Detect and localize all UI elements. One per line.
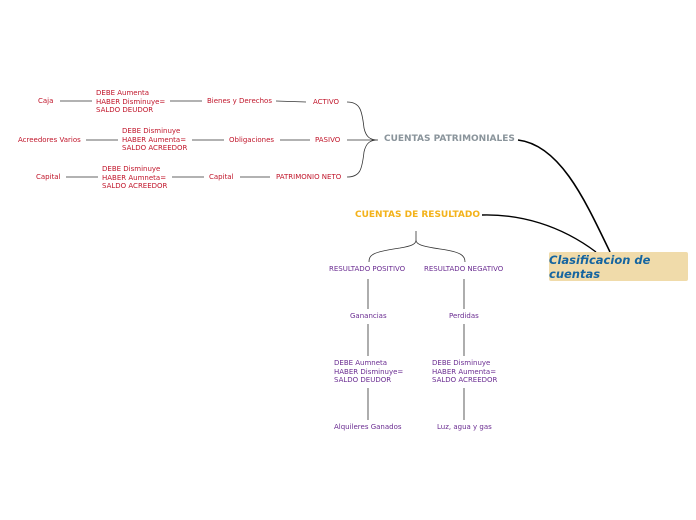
node-pasivo[interactable]: PASIVO (315, 136, 341, 144)
node-patrimonio-rule[interactable]: DEBE Disminuye HABER Aumneta= SALDO ACRE… (102, 165, 168, 190)
node-negativo-rule[interactable]: DEBE Disminuye HABER Aumenta= SALDO ACRE… (432, 359, 498, 384)
node-activo-rule[interactable]: DEBE Aumenta HABER Disminuye= SALDO DEUD… (96, 89, 166, 114)
brace-patrimoniales (346, 101, 379, 178)
node-obligaciones[interactable]: Obligaciones (229, 136, 275, 144)
topic-cuentas-patrimoniales[interactable]: CUENTAS PATRIMONIALES (384, 134, 515, 144)
connector-central-patrimoniales (517, 139, 611, 253)
node-resultado-positivo[interactable]: RESULTADO POSITIVO (329, 265, 406, 273)
node-caja[interactable]: Caja (38, 97, 54, 105)
node-bienes-y-derechos[interactable]: Bienes y Derechos (207, 97, 272, 105)
node-luz-agua-gas[interactable]: Luz, agua y gas (437, 423, 492, 431)
brace-resultado (368, 231, 466, 263)
node-pasivo-rule[interactable]: DEBE Disminuye HABER Aumenta= SALDO ACRE… (122, 127, 188, 152)
node-alquileres-ganados[interactable]: Alquileres Ganados (334, 423, 402, 431)
node-capital-sub[interactable]: Capital (209, 173, 234, 181)
connector-central-resultado (481, 214, 597, 253)
node-resultado-negativo[interactable]: RESULTADO NEGATIVO (424, 265, 504, 273)
node-acreedores-varios[interactable]: Acreedores Varios (18, 136, 81, 144)
node-positivo-rule[interactable]: DEBE Aumneta HABER Disminuye= SALDO DEUD… (334, 359, 404, 384)
topic-cuentas-de-resultado[interactable]: CUENTAS DE RESULTADO (355, 210, 481, 220)
node-perdidas[interactable]: Perdidas (449, 312, 479, 320)
node-patrimonio-neto[interactable]: PATRIMONIO NETO (276, 173, 342, 181)
central-topic[interactable]: Clasificacion de cuentas (549, 252, 688, 281)
node-activo[interactable]: ACTIVO (313, 98, 340, 106)
node-capital-example[interactable]: Capital (36, 173, 61, 181)
node-ganancias[interactable]: Ganancias (350, 312, 387, 320)
